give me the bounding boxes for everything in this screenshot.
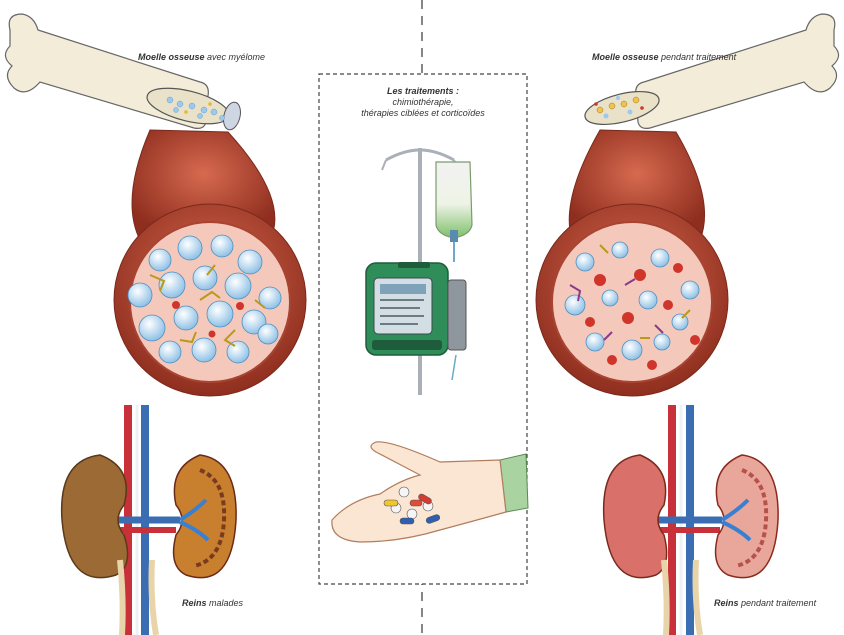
treatments-line1: chimiothérapie, [392,97,454,107]
marrow-right-label: Moelle osseuse pendant traitement [592,52,736,62]
iv-tube [451,354,457,381]
kidneys-right-label: Reins pendant traitement [714,598,816,608]
marrow-left-title-rest: avec myélome [204,52,266,62]
kidneys-right-title-bold: Reins [714,598,739,608]
treatments-line2: thérapies ciblées et corticoïdes [361,108,485,118]
myeloma-cells-left [127,234,282,364]
infusion-pump [365,262,467,356]
bone-left [4,13,241,131]
marrow-right-title-rest: pendant traitement [658,52,737,62]
hand-with-pills [331,441,529,543]
treatments-title: Les traitements : [386,86,460,96]
kidneys-left-title-bold: Reins [182,598,207,608]
marrow-right-title-bold: Moelle osseuse [592,52,659,62]
kidneys-left [60,405,237,635]
kidneys-right [602,405,779,635]
bone-right [584,13,840,129]
cells-right [564,241,700,361]
kidneys-left-label: Reins malades [182,598,243,608]
kidneys-left-title-rest: malades [206,598,244,608]
treatments-text: Les traitements : chimiothérapie, thérap… [326,86,520,119]
iv-bag [435,161,473,262]
kidneys-right-title-rest: pendant traitement [738,598,817,608]
marrow-left-label: Moelle osseuse avec myélome [138,52,265,62]
marrow-left-title-bold: Moelle osseuse [138,52,205,62]
fibers-left [149,264,266,347]
